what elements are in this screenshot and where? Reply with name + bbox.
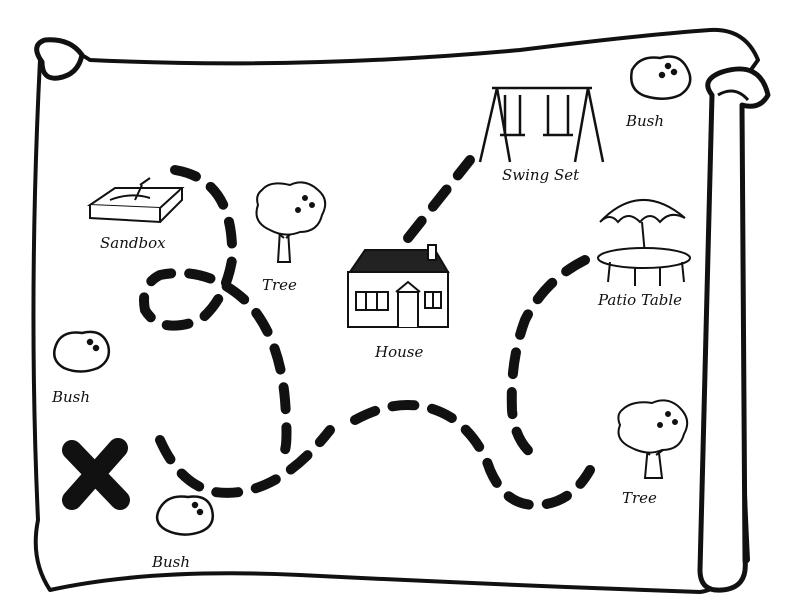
house-label: House [374, 343, 423, 361]
tree-icon [617, 399, 689, 479]
patio-table-icon [597, 198, 691, 286]
sandbox-label: Sandbox [100, 234, 166, 252]
swing-set-icon [478, 86, 605, 163]
dashed-trail [139, 155, 595, 511]
tree-right-label: Tree [622, 489, 657, 507]
x-mark-icon [62, 438, 130, 510]
bush-left-label: Bush [51, 388, 90, 406]
bush-icon [630, 55, 692, 100]
swing-set-label: Swing Set [502, 166, 580, 184]
bush-icon [53, 330, 111, 373]
tree-icon [255, 181, 327, 263]
patio-table-label: Patio Table [597, 291, 682, 309]
sandbox-icon [86, 177, 185, 224]
house-icon [347, 244, 450, 328]
tree-left-label: Tree [262, 276, 297, 294]
bush-icon [155, 495, 214, 536]
bush-top-right-label: Bush [625, 112, 664, 130]
bush-bottom-label: Bush [151, 553, 190, 571]
